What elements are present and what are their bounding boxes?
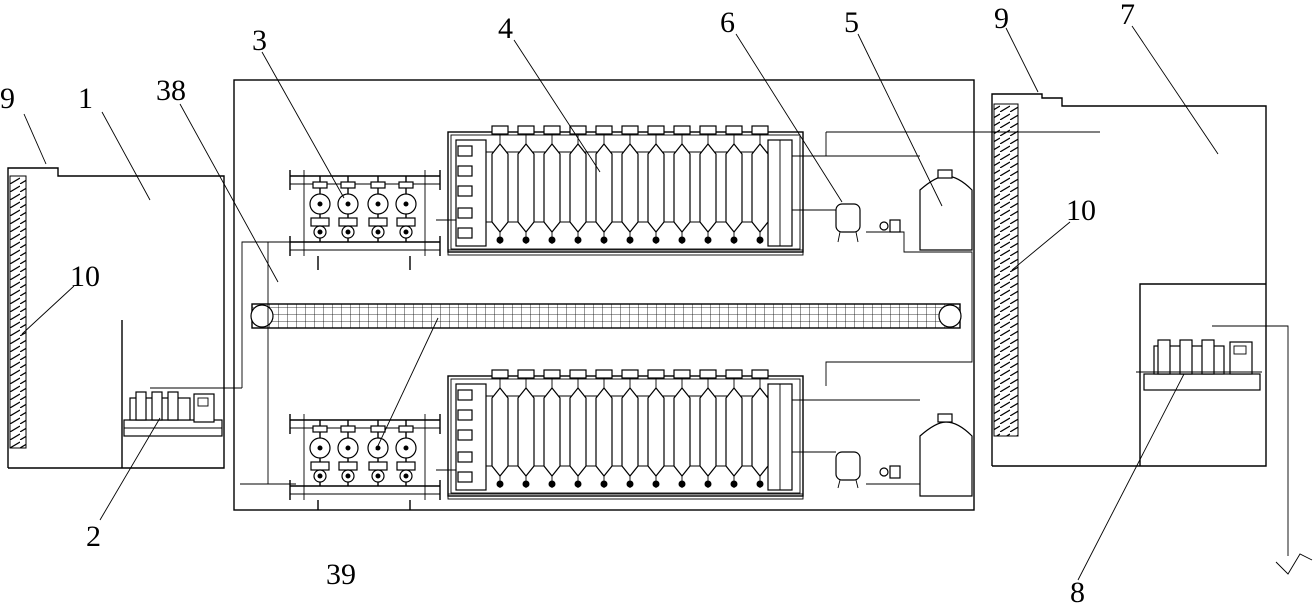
left-tank <box>7 167 242 469</box>
label-2: 2 <box>86 520 101 553</box>
module-valve <box>652 480 660 488</box>
label-38: 38 <box>156 74 186 107</box>
lower-dosing-pump <box>835 451 901 489</box>
module-valve <box>626 480 634 488</box>
label-4: 4 <box>498 12 513 45</box>
module-cap <box>543 125 561 135</box>
module-valve <box>730 480 738 488</box>
module-cap <box>725 369 743 379</box>
module-valve <box>678 236 686 244</box>
module-valve <box>678 480 686 488</box>
module-cap <box>725 125 743 135</box>
membrane-module <box>673 143 691 233</box>
callout-labels: 9 1 10 2 3 38 4 6 5 9 7 10 39 8 <box>0 0 1135 607</box>
module-cap <box>569 369 587 379</box>
label-8: 8 <box>1070 576 1085 607</box>
upper-membrane-unit <box>447 125 804 256</box>
right-tank <box>991 93 1313 575</box>
module-cap <box>751 369 769 379</box>
module-valve <box>548 236 556 244</box>
label-5: 5 <box>844 6 859 39</box>
left-pump-station <box>123 387 242 437</box>
label-6: 6 <box>720 6 735 39</box>
module-valve <box>496 480 504 488</box>
label-9-left: 9 <box>0 82 15 115</box>
label-10-left: 10 <box>70 260 100 293</box>
module-cap <box>621 369 639 379</box>
central-building <box>233 79 1100 511</box>
leader-lines <box>21 25 1219 581</box>
membrane-module <box>621 143 639 233</box>
module-cap <box>673 369 691 379</box>
module-valve <box>522 236 530 244</box>
membrane-module <box>673 387 691 477</box>
membrane-module <box>517 387 535 477</box>
pipework <box>240 132 973 485</box>
module-cap <box>517 125 535 135</box>
membrane-module <box>725 387 743 477</box>
membrane-module <box>569 387 587 477</box>
module-cap <box>647 125 665 135</box>
label-39: 39 <box>326 558 356 591</box>
module-valve <box>730 236 738 244</box>
membrane-module <box>543 143 561 233</box>
membrane-module <box>699 387 717 477</box>
module-cap <box>595 125 613 135</box>
upper-pump-set <box>289 169 441 257</box>
lower-storage-tank <box>919 413 973 497</box>
membrane-module <box>647 143 665 233</box>
membrane-module <box>569 143 587 233</box>
module-valve <box>626 236 634 244</box>
conveyor <box>250 303 962 329</box>
module-valve <box>548 480 556 488</box>
membrane-module <box>517 143 535 233</box>
membrane-module <box>491 387 509 477</box>
right-pump-station <box>1136 339 1262 391</box>
membrane-module <box>725 143 743 233</box>
module-valve <box>600 480 608 488</box>
module-valve <box>704 480 712 488</box>
label-7: 7 <box>1120 0 1135 31</box>
lower-membrane-unit <box>447 369 804 500</box>
module-cap <box>595 369 613 379</box>
module-cap <box>699 125 717 135</box>
membrane-module <box>699 143 717 233</box>
module-cap <box>751 125 769 135</box>
module-cap <box>543 369 561 379</box>
membrane-module <box>491 143 509 233</box>
module-cap <box>647 369 665 379</box>
module-valve <box>574 236 582 244</box>
membrane-module <box>595 387 613 477</box>
label-9-right: 9 <box>994 2 1009 35</box>
module-valve <box>756 480 764 488</box>
module-valve <box>756 236 764 244</box>
module-valve <box>600 236 608 244</box>
module-valve <box>652 236 660 244</box>
module-valve <box>704 236 712 244</box>
membrane-module <box>647 387 665 477</box>
module-valve <box>522 480 530 488</box>
module-cap <box>621 125 639 135</box>
module-cap <box>699 369 717 379</box>
upper-storage-tank <box>919 169 973 251</box>
lower-pump-set <box>289 413 441 501</box>
module-cap <box>517 369 535 379</box>
module-cap <box>491 125 509 135</box>
membrane-module <box>621 387 639 477</box>
module-valve <box>496 236 504 244</box>
label-10-right: 10 <box>1066 194 1096 227</box>
upper-dosing-pump <box>835 203 901 243</box>
label-3: 3 <box>252 24 267 57</box>
membrane-module <box>751 143 769 233</box>
membrane-module <box>543 387 561 477</box>
membrane-module <box>595 143 613 233</box>
module-valve <box>574 480 582 488</box>
module-cap <box>491 369 509 379</box>
label-1: 1 <box>78 82 93 115</box>
module-cap <box>673 125 691 135</box>
membrane-module <box>751 387 769 477</box>
